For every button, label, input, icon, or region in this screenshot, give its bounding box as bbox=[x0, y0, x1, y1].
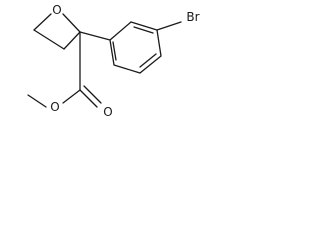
aromatic-double-bond-3 bbox=[112, 41, 117, 61]
bond-ring-c2-c3 bbox=[63, 31, 81, 50]
bond-ring-o-c2 bbox=[62, 13, 81, 33]
bromine-label: Br bbox=[186, 10, 199, 24]
bond-carbonyl-c-o-double-b bbox=[83, 85, 102, 104]
aromatic-double-bond-1 bbox=[133, 26, 154, 34]
bond-ester-oxygen-to-methyl bbox=[27, 94, 47, 108]
bond-carbonyl-to-ester-oxygen bbox=[62, 89, 81, 104]
molecule-structure-diagram: O O O Br bbox=[27, 3, 200, 119]
bond-carbonyl-c-o-double-a bbox=[79, 89, 98, 108]
ring-oxygen-label: O bbox=[52, 3, 61, 17]
ester-oxygen-label: O bbox=[50, 100, 59, 114]
benzene-ring bbox=[109, 21, 162, 74]
bond-quaternary-to-aryl bbox=[79, 31, 111, 41]
aromatic-double-bond-2 bbox=[139, 53, 157, 68]
bond-ring-c3-c1 bbox=[33, 29, 65, 50]
bond-ring-c1-o bbox=[33, 13, 52, 31]
bond-aryl-to-bromine bbox=[156, 21, 182, 31]
carbonyl-oxygen-label: O bbox=[103, 105, 112, 119]
